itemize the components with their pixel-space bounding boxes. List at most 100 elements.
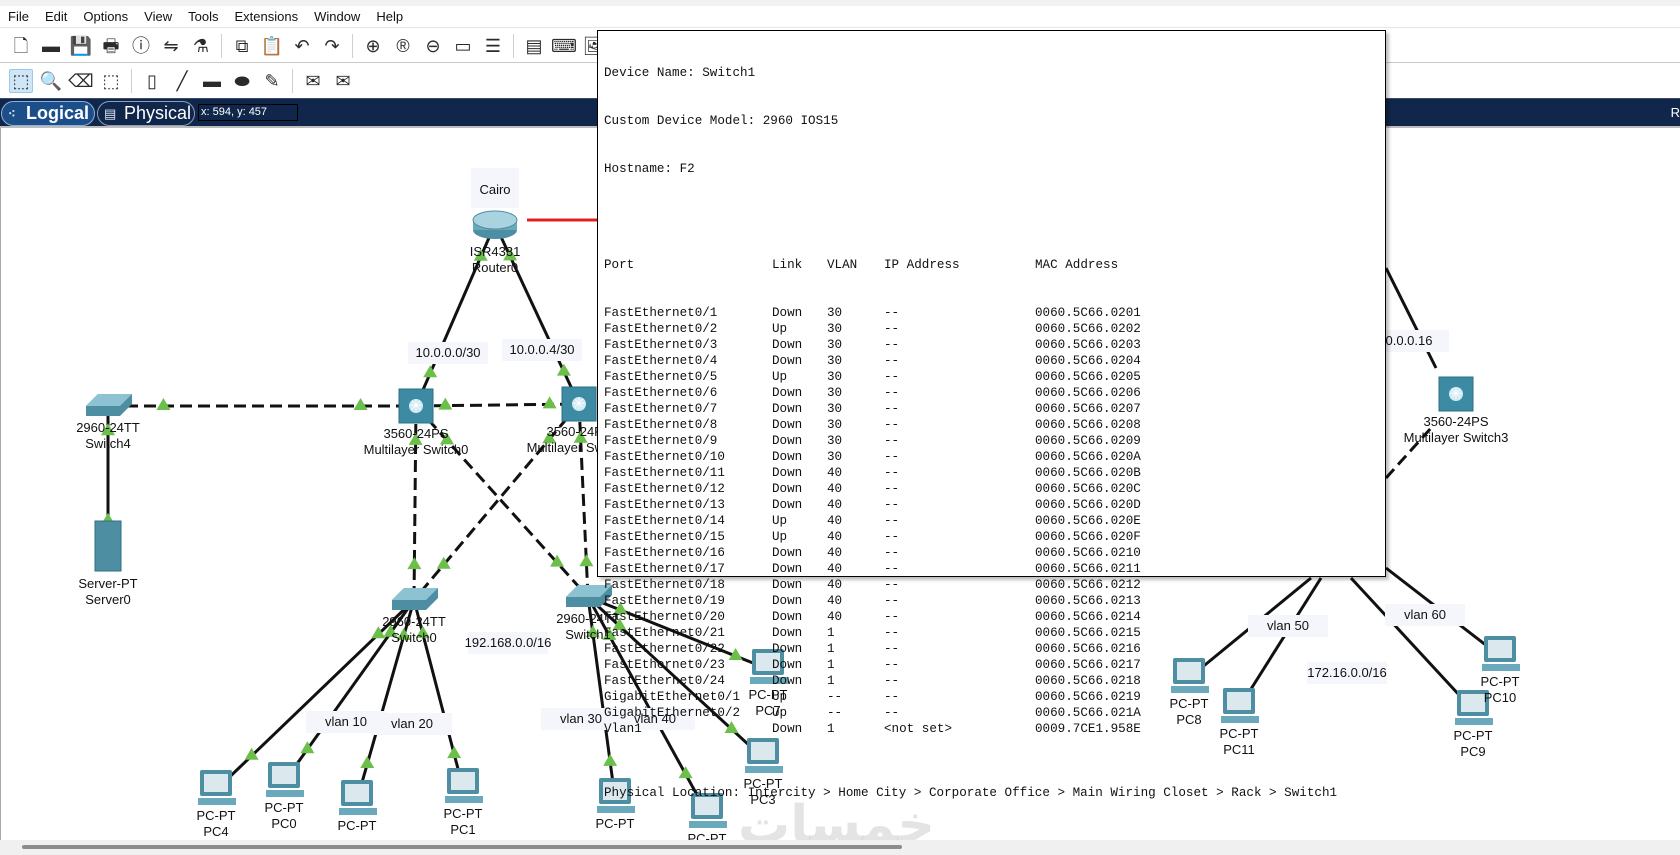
link-status: Down bbox=[772, 434, 803, 448]
custom-device-icon[interactable]: ☰ bbox=[484, 35, 502, 56]
device-pcz[interactable]: PC-PT bbox=[688, 793, 728, 840]
freeform-icon[interactable]: ✎ bbox=[264, 71, 280, 91]
toolbar-separator bbox=[352, 33, 353, 58]
device-model: Custom Device Model: 2960 IOS15 bbox=[604, 114, 839, 128]
pc-icon bbox=[345, 784, 369, 802]
network-wizard-icon[interactable]: ⇋ bbox=[163, 35, 179, 56]
resize-icon[interactable]: ⬚ bbox=[102, 71, 120, 91]
save-icon[interactable]: 💾 bbox=[69, 35, 93, 56]
ip-address: -- bbox=[884, 626, 900, 640]
inspect-icon[interactable]: 🔍 bbox=[39, 71, 63, 91]
nav-right-label[interactable]: R bbox=[1670, 105, 1680, 120]
print-icon[interactable]: 🖶 bbox=[102, 35, 120, 56]
paste-icon[interactable]: 📋 bbox=[260, 35, 284, 56]
device-hostname: Hostname: F2 bbox=[604, 162, 695, 176]
link-status: Up bbox=[772, 706, 788, 720]
network-label: 172.16.0.0/16 bbox=[1307, 665, 1387, 680]
switch-icon bbox=[392, 588, 438, 600]
line-icon[interactable]: ╱ bbox=[176, 71, 188, 91]
delete-icon[interactable]: ⌫ bbox=[68, 71, 94, 91]
menu-view[interactable]: View bbox=[144, 9, 173, 24]
note-icon[interactable]: ▯ bbox=[147, 71, 157, 91]
link-status: Down bbox=[772, 354, 803, 368]
simple-pdu-icon[interactable]: ✉ bbox=[305, 71, 321, 91]
menu-extensions[interactable]: Extensions bbox=[234, 9, 299, 24]
link-pc11[interactable] bbox=[1237, 577, 1323, 709]
device-pcx[interactable]: PC-PT bbox=[338, 780, 378, 833]
complex-pdu-icon[interactable]: ✉ bbox=[335, 71, 351, 91]
link-status: Down bbox=[772, 722, 803, 736]
pc-icon bbox=[204, 774, 228, 792]
undo-icon[interactable]: ↶ bbox=[294, 35, 310, 56]
zoom-in-icon[interactable]: ⊕ bbox=[365, 35, 381, 56]
device-model-label: PC-PT bbox=[744, 776, 783, 791]
zoom-out-icon[interactable]: ⊖ bbox=[425, 35, 441, 56]
menu-window[interactable]: Window bbox=[314, 9, 361, 24]
link-pc9[interactable] bbox=[1349, 576, 1475, 712]
tab-physical[interactable]: ▤ Physical bbox=[97, 101, 195, 126]
zoom-reset-icon[interactable]: ® bbox=[396, 35, 410, 56]
header-ip: IP Address bbox=[884, 258, 960, 272]
horizontal-scrollbar[interactable] bbox=[0, 840, 1680, 855]
ip-address: -- bbox=[884, 322, 900, 336]
info-icon[interactable]: ⓘ bbox=[132, 35, 150, 56]
ellipse-icon[interactable]: ⬬ bbox=[234, 71, 250, 91]
ip-address: -- bbox=[884, 610, 900, 624]
tab-logical[interactable]: ⁖ Logical bbox=[1, 101, 95, 126]
rectangle-icon[interactable]: ▬ bbox=[203, 71, 221, 91]
port-name: FastEthernet0/5 bbox=[604, 370, 718, 384]
link-mls0-switch0[interactable] bbox=[412, 405, 418, 601]
scroll-thumb[interactable] bbox=[22, 845, 902, 849]
menu-tools[interactable]: Tools bbox=[188, 9, 219, 24]
link-status-up-icon bbox=[542, 396, 557, 409]
ip-address: -- bbox=[884, 658, 900, 672]
redo-icon[interactable]: ↷ bbox=[324, 35, 340, 56]
menu-help[interactable]: Help bbox=[376, 9, 404, 24]
copy-icon[interactable]: ⧉ bbox=[235, 35, 249, 56]
activity-wizard-icon[interactable]: ⚗ bbox=[192, 35, 210, 56]
new-file-icon[interactable]: 🗋 bbox=[13, 35, 29, 56]
drawing-palette-icon[interactable]: ▭ bbox=[454, 35, 472, 56]
link-mls3-downlink[interactable] bbox=[1384, 426, 1433, 480]
menu-edit[interactable]: Edit bbox=[44, 9, 68, 24]
open-folder-icon[interactable]: ▬ bbox=[42, 35, 60, 56]
vlan-id: 40 bbox=[827, 514, 843, 528]
menu-file[interactable]: File bbox=[8, 9, 29, 24]
device-model-label: 3560-24PS bbox=[1423, 414, 1488, 429]
link-mls3-uplink[interactable] bbox=[1384, 267, 1438, 369]
device-name-label: PC9 bbox=[1460, 744, 1485, 759]
link-mls1-switch1[interactable] bbox=[577, 403, 590, 598]
pdu-list-icon[interactable]: ▤ bbox=[525, 35, 543, 56]
mac-address: 0060.5C66.0215 bbox=[1035, 626, 1141, 640]
vlan-id: 1 bbox=[827, 642, 835, 656]
port-name: FastEthernet0/6 bbox=[604, 386, 718, 400]
device-pcy[interactable]: PC-PT bbox=[596, 778, 636, 831]
link-status: Down bbox=[772, 450, 803, 464]
link-status-up-icon bbox=[360, 756, 375, 768]
device-dialog-icon[interactable]: ⌨ bbox=[551, 35, 577, 56]
link-status-up-icon bbox=[473, 248, 488, 261]
rack-icon: ▤ bbox=[104, 106, 117, 121]
menu-options[interactable]: Options bbox=[83, 9, 129, 24]
select-icon[interactable]: ⬚ bbox=[9, 69, 33, 93]
